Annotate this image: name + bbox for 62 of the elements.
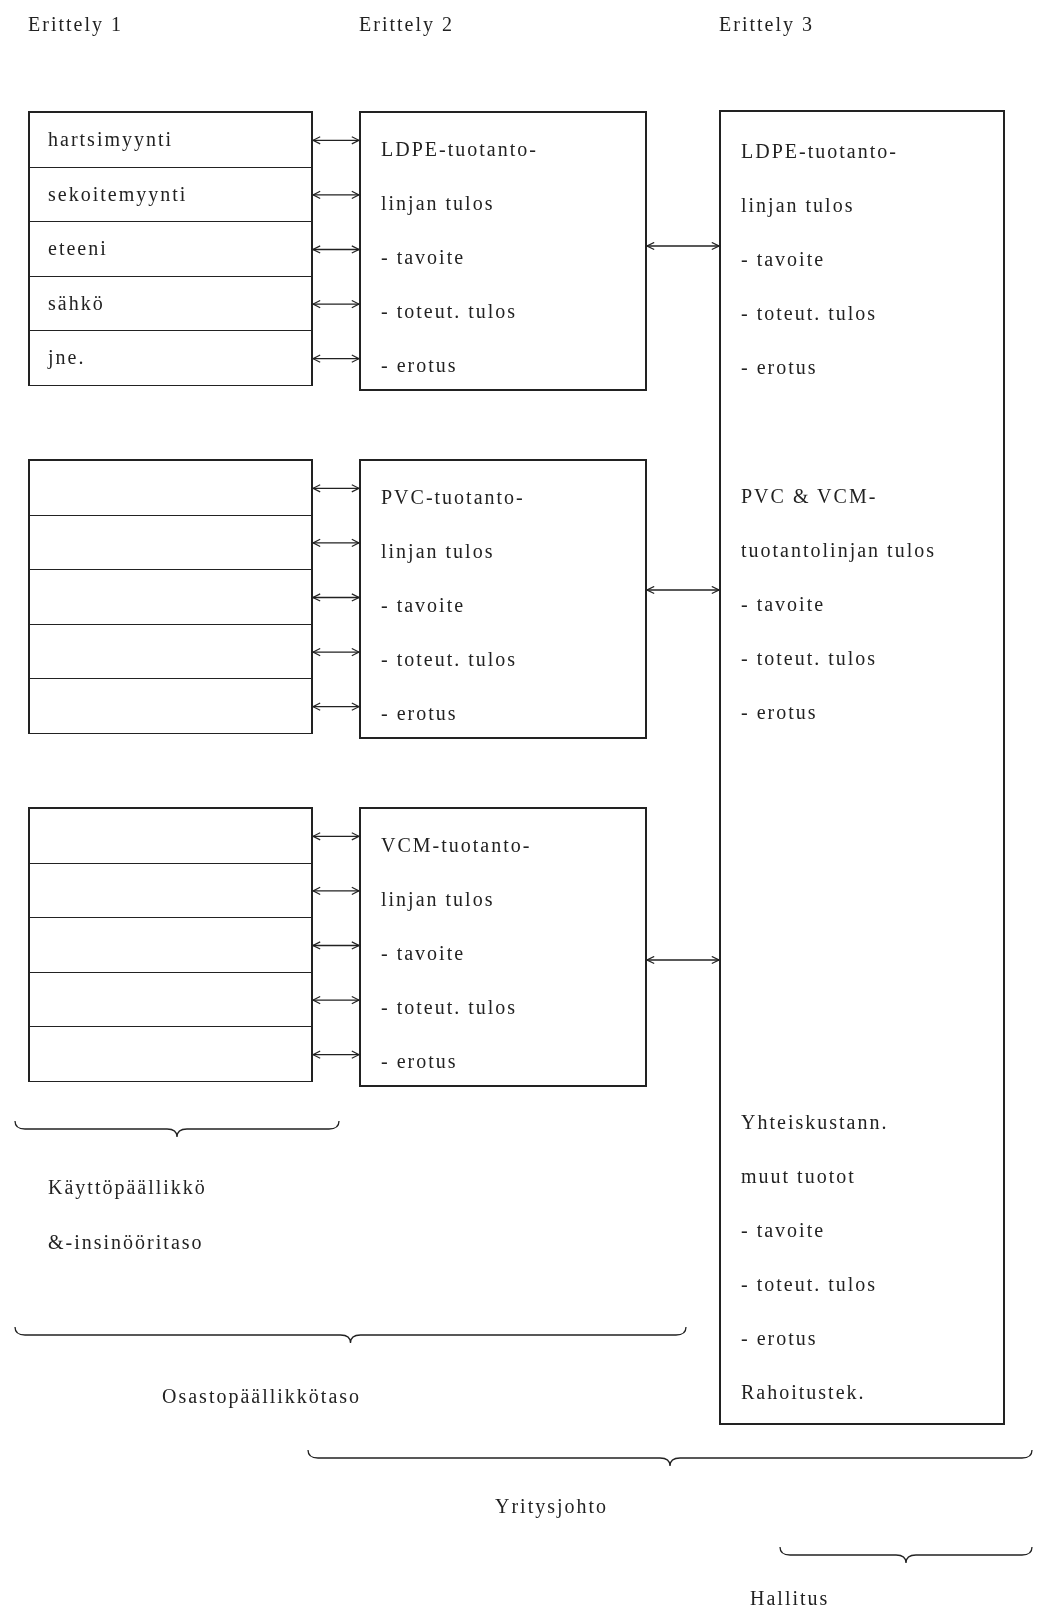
- arrow: [312, 190, 360, 200]
- row-label: sähkö: [48, 290, 105, 316]
- arrow: [312, 136, 360, 145]
- row-label: eteeni: [48, 236, 108, 262]
- result-text: - erotus: [381, 1049, 459, 1074]
- column-heading: Erittely 1: [28, 12, 123, 38]
- result-text: - toteut. tulos: [381, 647, 519, 672]
- result-text: - erotus: [741, 355, 819, 380]
- column-heading: Erittely 2: [359, 12, 454, 38]
- table-box: [28, 807, 313, 1082]
- arrow: [312, 484, 360, 493]
- result-text: LDPE-tuotanto- linjan tulos: [741, 139, 899, 219]
- table-box: [28, 459, 313, 734]
- result-box: [359, 111, 647, 391]
- arrow: [646, 241, 720, 251]
- arrow: [312, 299, 360, 309]
- arrow: [312, 245, 360, 254]
- result-text: - toteut. tulos: [381, 299, 519, 324]
- arrow: [312, 941, 360, 950]
- level-label: Käyttöpäällikkö &-insinööritaso: [48, 1175, 208, 1255]
- arrow: [312, 702, 360, 711]
- result-text: VCM-tuotanto- linjan tulos: [381, 833, 533, 913]
- row-label: jne.: [48, 345, 86, 371]
- result-text: PVC & VCM- tuotantolinjan tulos: [741, 484, 937, 564]
- result-box: [359, 807, 647, 1087]
- result-text: - tavoite: [381, 593, 467, 618]
- result-text: - tavoite: [381, 245, 467, 270]
- arrow: [312, 886, 360, 896]
- arrow: [312, 538, 360, 548]
- level-label: Yritysjohto: [495, 1494, 609, 1520]
- column-heading: Erittely 3: [719, 12, 814, 38]
- arrow: [312, 647, 360, 657]
- row-label: hartsimyynti: [48, 127, 174, 153]
- result-text: - toteut. tulos: [741, 1272, 879, 1297]
- result-text: - erotus: [381, 701, 459, 726]
- result-text: - erotus: [741, 1326, 819, 1351]
- arrow: [646, 585, 720, 595]
- result-text: - erotus: [381, 353, 459, 378]
- result-text: - tavoite: [741, 1218, 827, 1243]
- result-text: - tavoite: [381, 941, 467, 966]
- arrow: [312, 354, 360, 363]
- result-text: - tavoite: [741, 247, 827, 272]
- level-label: Hallitus: [750, 1586, 830, 1610]
- result-box: [719, 110, 1005, 1425]
- result-text: LDPE-tuotanto- linjan tulos: [381, 137, 539, 217]
- arrow: [646, 955, 720, 965]
- arrow: [312, 1050, 360, 1059]
- result-text: Yhteiskustann. muut tuotot: [741, 1110, 890, 1189]
- result-text: Rahoitustek.: [741, 1380, 867, 1405]
- result-text: - toteut. tulos: [381, 995, 519, 1020]
- arrow: [312, 832, 360, 841]
- result-text: - erotus: [741, 700, 819, 725]
- level-label: Osastopäällikkötaso: [162, 1384, 362, 1410]
- result-text: - toteut. tulos: [741, 646, 879, 671]
- arrow: [312, 593, 360, 602]
- arrow: [312, 995, 360, 1005]
- result-text: PVC-tuotanto- linjan tulos: [381, 485, 526, 565]
- table-box: [28, 111, 313, 386]
- result-text: - tavoite: [741, 592, 827, 617]
- result-text: - toteut. tulos: [741, 301, 879, 326]
- result-box: [359, 459, 647, 739]
- row-label: sekoitemyynti: [48, 181, 188, 208]
